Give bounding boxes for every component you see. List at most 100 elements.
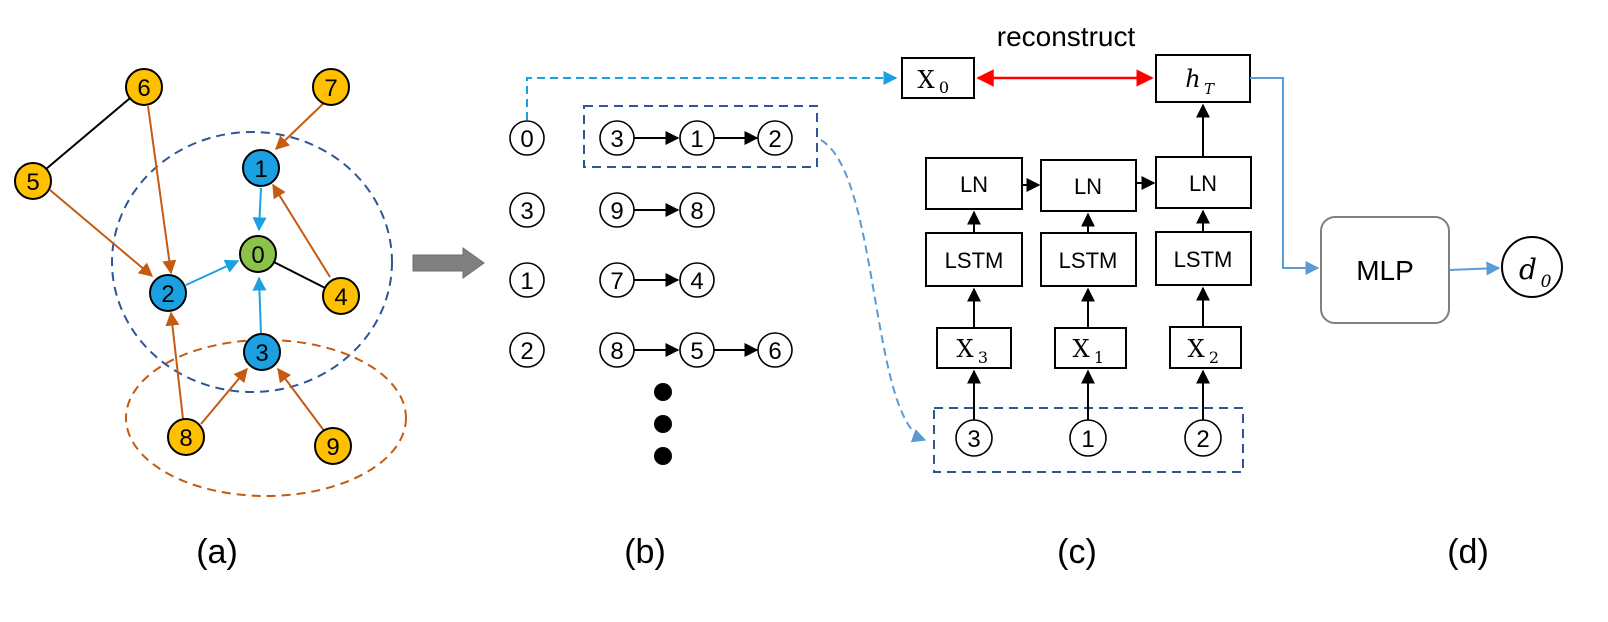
lstm-box: LSTM <box>1155 231 1252 286</box>
svg-text:4: 4 <box>334 284 347 311</box>
svg-text:5: 5 <box>26 169 39 196</box>
svg-text:3: 3 <box>978 348 988 367</box>
svg-text:LN: LN <box>960 172 988 197</box>
panel-d-label: (d) <box>1447 533 1489 571</box>
panel-c-label: (c) <box>1057 533 1097 571</box>
svg-text:X: X <box>1072 335 1089 363</box>
svg-text:5: 5 <box>690 338 703 365</box>
node-9: 9 <box>314 427 352 465</box>
svg-text:2: 2 <box>1209 348 1219 367</box>
svg-text:X: X <box>917 66 934 94</box>
svg-text:2: 2 <box>768 126 781 153</box>
edge-5-6 <box>32 87 143 181</box>
ln-box: LN <box>1155 156 1252 209</box>
svg-text:LSTM: LSTM <box>1174 247 1233 272</box>
hT-to-mlp-arrow <box>1250 77 1320 275</box>
mlp-to-output-arrow <box>1448 261 1501 276</box>
svg-text:3: 3 <box>610 126 623 153</box>
svg-text:X: X <box>956 335 973 363</box>
edge-8-2 <box>165 311 184 420</box>
edge-7-1 <box>274 99 328 150</box>
node-8: 8 <box>167 418 205 456</box>
input-node: 1 <box>1069 419 1107 457</box>
svg-text:1: 1 <box>690 126 703 153</box>
svg-text:2: 2 <box>161 281 174 308</box>
svg-text:8: 8 <box>179 425 192 452</box>
node-4: 4 <box>322 277 360 315</box>
svg-text:LN: LN <box>1189 171 1217 196</box>
edge-1-0 <box>252 187 267 232</box>
target-to-x0-dashed-arrow <box>526 71 898 120</box>
svg-text:3: 3 <box>967 426 980 453</box>
svg-text:1: 1 <box>254 156 267 183</box>
input-node: 3 <box>955 419 993 457</box>
input-feature-box-x3: X 3 <box>936 327 1012 369</box>
first-order-neighborhood-ellipse <box>111 131 393 393</box>
path-to-encoder-dashed-curve <box>820 139 927 443</box>
panel-b-label: (b) <box>624 533 666 571</box>
svg-text:0: 0 <box>251 242 264 269</box>
svg-text:6: 6 <box>768 338 781 365</box>
svg-text:8: 8 <box>610 338 623 365</box>
x0-feature-box: X 0 <box>901 57 975 99</box>
sequence-row: 1 7 4 <box>509 262 715 298</box>
output-d0-node: d 0 <box>1501 236 1563 298</box>
sequence-row: 0 3 1 2 <box>509 120 793 156</box>
ellipsis-dots <box>654 383 672 465</box>
ln-box: LN <box>1040 159 1137 212</box>
transition-arrow <box>412 247 485 279</box>
node-0: 0 <box>239 235 277 273</box>
input-feature-box-x1: X 1 <box>1054 327 1127 369</box>
input-feature-box-x2: X 2 <box>1169 326 1242 369</box>
lstm-box: LSTM <box>1040 232 1137 287</box>
svg-text:LSTM: LSTM <box>945 248 1004 273</box>
svg-text:0: 0 <box>520 126 533 153</box>
panel-c-encoder: reconstruct X 0 h T LN LN LN <box>901 21 1252 571</box>
edge-2-0 <box>185 259 240 286</box>
svg-text:0: 0 <box>1541 272 1552 292</box>
svg-text:MLP: MLP <box>1356 255 1414 286</box>
svg-text:1: 1 <box>1081 426 1094 453</box>
second-order-neighborhood-ellipse <box>125 339 407 497</box>
reconstruct-label: reconstruct <box>997 21 1136 52</box>
edge-8-3 <box>200 367 248 425</box>
input-node: 2 <box>1184 419 1222 457</box>
panel-b-sequences: 0 3 1 2 3 9 8 1 7 4 <box>509 105 818 571</box>
node-2: 2 <box>149 274 187 312</box>
node-7: 7 <box>312 68 350 106</box>
svg-text:9: 9 <box>326 434 339 461</box>
panel-a-graph: 6 7 5 1 0 2 4 3 <box>14 68 407 571</box>
lstm-box: LSTM <box>925 232 1023 287</box>
svg-text:4: 4 <box>690 268 703 295</box>
hT-hidden-state-box: h T <box>1155 54 1251 103</box>
sequence-row: 2 8 5 6 <box>509 332 793 368</box>
edge-6-2 <box>147 105 177 275</box>
sequence-row: 3 9 8 <box>509 192 715 228</box>
node-5: 5 <box>14 162 52 200</box>
svg-text:3: 3 <box>255 340 268 367</box>
svg-text:X: X <box>1187 335 1204 363</box>
mlp-box: MLP <box>1320 216 1450 324</box>
svg-text:6: 6 <box>137 75 150 102</box>
node-1: 1 <box>242 149 280 187</box>
svg-text:1: 1 <box>1094 348 1104 367</box>
edge-4-1 <box>272 183 331 278</box>
svg-text:T: T <box>1204 80 1215 98</box>
edge-3-0 <box>252 276 267 335</box>
svg-text:8: 8 <box>690 198 703 225</box>
node-3: 3 <box>243 333 281 371</box>
edge-9-3 <box>277 367 326 433</box>
edge-5-2 <box>49 189 154 277</box>
svg-text:LSTM: LSTM <box>1059 248 1118 273</box>
svg-text:9: 9 <box>610 198 623 225</box>
selected-path-box <box>583 105 818 168</box>
panel-d-decoder: MLP d 0 (d) <box>1250 77 1563 571</box>
ln-box: LN <box>925 157 1023 210</box>
svg-text:1: 1 <box>520 268 533 295</box>
svg-text:d: d <box>1519 253 1537 286</box>
svg-text:7: 7 <box>610 268 623 295</box>
svg-text:0: 0 <box>939 78 949 97</box>
svg-text:2: 2 <box>520 338 533 365</box>
svg-text:7: 7 <box>324 75 337 102</box>
